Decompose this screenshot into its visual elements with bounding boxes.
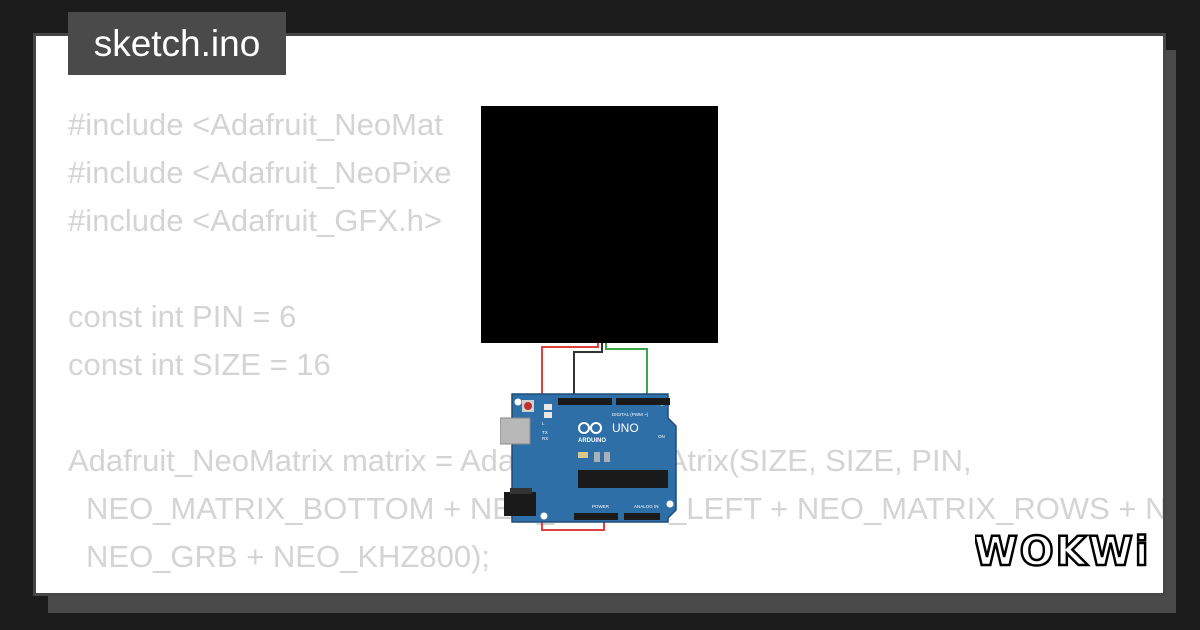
tx-led-label: TX bbox=[542, 430, 548, 435]
code-line-2: #include <Adafruit_NeoPixe bbox=[68, 155, 452, 190]
arduino-brand-label: ARDUINO bbox=[578, 438, 606, 444]
wokwi-logo-text: WOKWi bbox=[975, 529, 1150, 575]
arduino-logo-icon bbox=[578, 422, 602, 434]
l-led-label: L bbox=[542, 421, 545, 426]
arduino-model-label: UNO bbox=[612, 421, 639, 435]
rx-led-label: RX bbox=[542, 436, 548, 441]
code-line-10: NEO_GRB + NEO_KHZ800); bbox=[86, 539, 490, 574]
file-title-tab: sketch.ino bbox=[68, 12, 286, 75]
code-line-1: #include <Adafruit_NeoMat bbox=[68, 107, 443, 142]
code-line-6: const int SIZE = 16 bbox=[68, 347, 331, 382]
code-line-5: const int PIN = 6 bbox=[68, 299, 297, 334]
arduino-uno-board[interactable]: ARDUINO UNO DIGITAL (PWM ~) POWER ANALOG… bbox=[500, 392, 680, 524]
code-line-3: #include <Adafruit_GFX.h> bbox=[68, 203, 442, 238]
analog-header-label: ANALOG IN bbox=[634, 504, 659, 509]
power-header-label: POWER bbox=[592, 504, 610, 509]
wokwi-logo: WOKWi bbox=[975, 528, 1150, 577]
neopixel-matrix bbox=[481, 106, 718, 343]
digital-header-label: DIGITAL (PWM ~) bbox=[612, 412, 649, 417]
on-led-label: ON bbox=[658, 434, 665, 439]
